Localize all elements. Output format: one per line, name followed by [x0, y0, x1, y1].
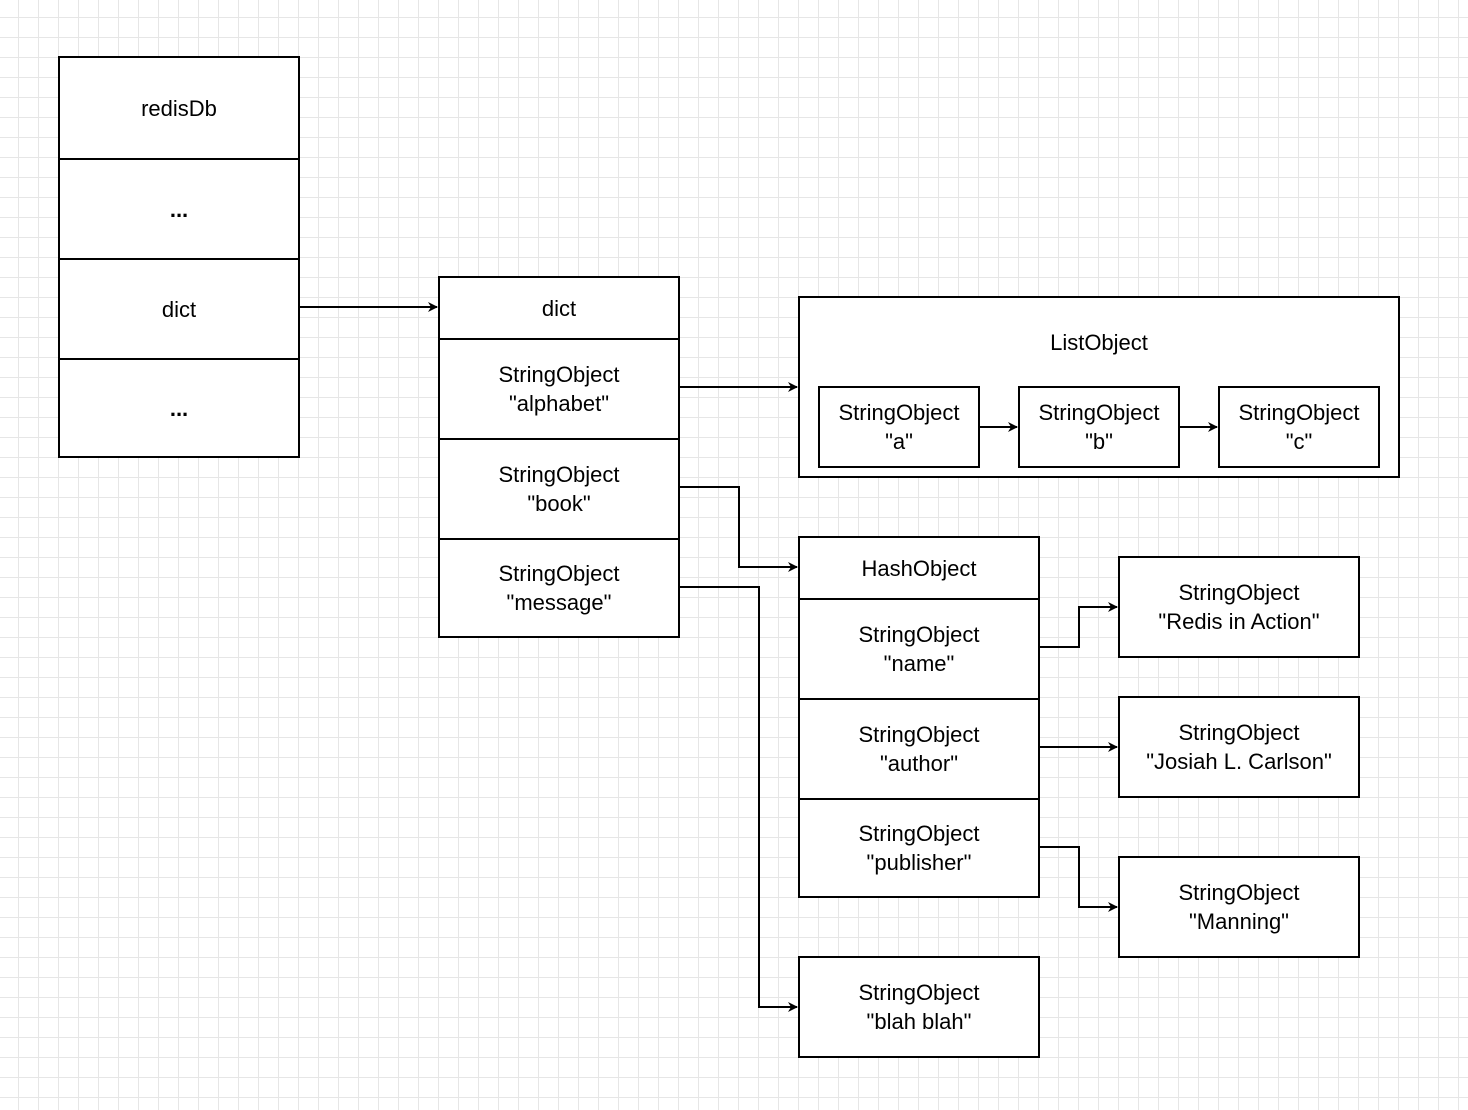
hash-field-name: StringObject "name" [800, 598, 1038, 698]
hash-value-name: StringObject "Redis in Action" [1118, 556, 1360, 658]
dict-key-type: StringObject [498, 362, 620, 387]
list-item-value: "c" [1285, 429, 1313, 454]
list-object-title: ListObject [1050, 330, 1148, 355]
dict-key-book: StringObject "book" [440, 438, 678, 538]
dict-key-alphabet: StringObject "alphabet" [440, 338, 678, 438]
redisdb-dict-label: dict [161, 296, 197, 322]
message-value-type: StringObject [858, 980, 980, 1005]
list-item-value: "b" [1085, 429, 1113, 454]
hash-value-text: "Josiah L. Carlson" [1146, 749, 1332, 774]
message-value: StringObject "blah blah" [798, 956, 1040, 1058]
hash-value-type: StringObject [1178, 580, 1300, 605]
dict-key-value: "alphabet" [508, 391, 610, 416]
arrow-message-to-value [680, 586, 798, 1012]
list-item-type: StringObject [1238, 400, 1360, 425]
redisdb-struct: redisDb ... dict ... [58, 56, 300, 458]
dict-key-value: "message" [506, 590, 612, 615]
hash-value-publisher: StringObject "Manning" [1118, 856, 1360, 958]
list-item-value: "a" [885, 429, 913, 454]
redisdb-ellipsis-2: ... [169, 395, 189, 421]
arrow-book-to-hash [680, 486, 798, 572]
dict-key-type: StringObject [498, 561, 620, 586]
hash-field-type: StringObject [858, 722, 980, 747]
list-item-type: StringObject [838, 400, 960, 425]
dict-key-message: StringObject "message" [440, 538, 678, 636]
arrow-publisher-to-value [1040, 846, 1118, 912]
hash-value-text: "Manning" [1188, 909, 1289, 934]
hash-field-type: StringObject [858, 821, 980, 846]
redisdb-ellipsis-1: ... [169, 196, 189, 222]
hash-value-text: "Redis in Action" [1158, 609, 1320, 634]
list-item-c: StringObject "c" [1218, 386, 1380, 468]
hash-object: HashObject StringObject "name" StringObj… [798, 536, 1040, 898]
message-value-text: "blah blah" [866, 1009, 972, 1034]
redisdb-title-cell: redisDb [60, 58, 298, 158]
arrow-name-to-value [1040, 602, 1118, 648]
dict-key-value: "book" [527, 491, 591, 516]
list-item-a: StringObject "a" [818, 386, 980, 468]
hash-field-author: StringObject "author" [800, 698, 1038, 798]
redisdb-title: redisDb [141, 95, 217, 121]
list-item-type: StringObject [1038, 400, 1160, 425]
hash-title: HashObject [861, 555, 977, 581]
hash-field-type: StringObject [858, 622, 980, 647]
list-item-b: StringObject "b" [1018, 386, 1180, 468]
hash-field-value: "author" [880, 751, 958, 776]
hash-field-publisher: StringObject "publisher" [800, 798, 1038, 896]
hash-value-author: StringObject "Josiah L. Carlson" [1118, 696, 1360, 798]
hash-title-cell: HashObject [800, 538, 1038, 598]
hash-field-value: "publisher" [866, 850, 972, 875]
redisdb-ellipsis-cell-2: ... [60, 358, 298, 456]
hash-field-value: "name" [883, 651, 955, 676]
dict-title: dict [541, 295, 577, 321]
hash-value-type: StringObject [1178, 720, 1300, 745]
dict-title-cell: dict [440, 278, 678, 338]
dict-key-type: StringObject [498, 462, 620, 487]
redisdb-ellipsis-cell-1: ... [60, 158, 298, 258]
dict-table: dict StringObject "alphabet" StringObjec… [438, 276, 680, 638]
hash-value-type: StringObject [1178, 880, 1300, 905]
redisdb-dict-cell: dict [60, 258, 298, 358]
